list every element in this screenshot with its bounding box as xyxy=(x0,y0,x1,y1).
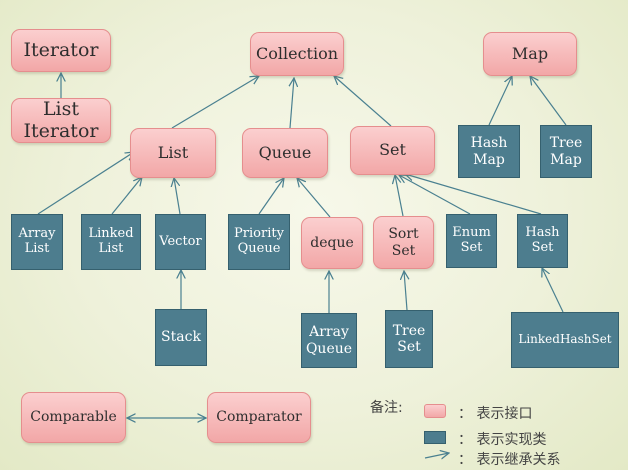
edge-deque-queue xyxy=(297,178,331,218)
node-set: Set xyxy=(350,126,435,175)
edge-treemap-map xyxy=(530,76,567,126)
node-map: Map xyxy=(483,32,577,76)
legend-arrow-label: ： 表示继承关系 xyxy=(458,452,561,468)
node-array-list: Array List xyxy=(11,214,63,270)
legend-impl-label: ： 表示实现类 xyxy=(458,432,547,448)
edge-vector-list xyxy=(174,178,181,215)
node-enum-set: Enum Set xyxy=(446,214,497,268)
legend-interface-swatch xyxy=(424,404,446,418)
node-hash-map: Hash Map xyxy=(458,125,520,178)
node-array-queue: Array Queue xyxy=(301,313,357,368)
edge-arraylist-list xyxy=(37,152,134,215)
node-tree-map: Tree Map xyxy=(540,125,592,178)
edge-enumset-set xyxy=(399,175,471,215)
node-deque: deque xyxy=(301,217,363,269)
edge-set-collection xyxy=(334,76,392,127)
edge-sortset-set xyxy=(395,175,404,217)
edge-list-collection xyxy=(171,76,259,129)
node-priority-queue: Priority Queue xyxy=(228,214,290,270)
node-hash-set: Hash Set xyxy=(517,214,568,268)
node-tree-set: Tree Set xyxy=(385,310,433,368)
node-comparable: Comparable xyxy=(21,392,126,443)
legend-arrow-sample xyxy=(424,453,449,458)
node-vector: Vector xyxy=(155,214,206,270)
node-list-iterator: List Iterator xyxy=(11,98,111,143)
node-linked-list: Linked List xyxy=(81,214,141,270)
edge-priorityqueue-queue xyxy=(258,178,284,215)
node-list: List xyxy=(130,128,216,178)
node-queue: Queue xyxy=(242,128,328,178)
node-iterator: Iterator xyxy=(11,29,111,72)
edge-hashmap-map xyxy=(488,76,512,126)
node-sort-set: Sort Set xyxy=(373,216,434,269)
edge-linkedhashset-hashset xyxy=(542,268,564,313)
legend-impl-swatch xyxy=(424,431,446,444)
legend-interface-label: ： 表示接口 xyxy=(458,406,533,422)
edge-linkedlist-list xyxy=(111,177,142,215)
legend-title: 备注: xyxy=(370,400,403,416)
edge-treeset-sortset xyxy=(404,271,407,311)
node-stack: Stack xyxy=(155,309,207,366)
node-linked-hash-set: LinkedHashSet xyxy=(511,312,619,368)
edge-queue-collection xyxy=(290,78,294,129)
node-collection: Collection xyxy=(250,32,344,76)
edge-hashset-set xyxy=(405,174,542,215)
node-comparator: Comparator xyxy=(207,392,311,443)
